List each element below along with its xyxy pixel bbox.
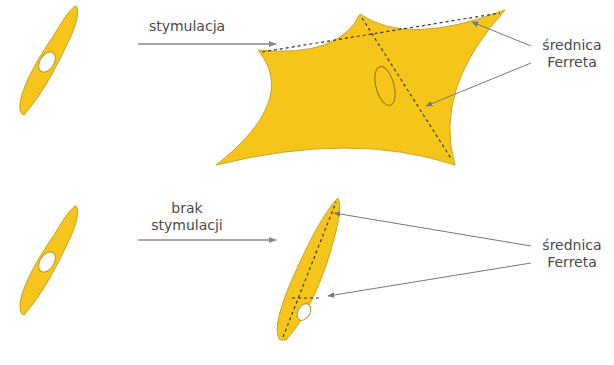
process-label: stymulacja bbox=[140, 18, 234, 35]
cell-nucleus bbox=[371, 64, 399, 107]
callout-label: średnica Ferreta bbox=[536, 37, 608, 71]
process-label: brak stymulacji bbox=[142, 200, 232, 234]
feret-diameter-line bbox=[262, 13, 500, 52]
feret-diameter-line bbox=[283, 202, 336, 337]
cell-body bbox=[20, 206, 78, 315]
cell-before bbox=[20, 206, 78, 315]
leader-arrow bbox=[328, 263, 531, 296]
feret-diameter-line bbox=[292, 297, 322, 298]
cell-unstimulated bbox=[277, 198, 339, 340]
callout-label: średnica Ferreta bbox=[536, 237, 608, 271]
process-arrow bbox=[138, 43, 276, 45]
process-arrow bbox=[138, 239, 276, 241]
cell-body bbox=[20, 6, 78, 115]
cell-nucleus bbox=[294, 301, 313, 323]
feret-diameter-line bbox=[362, 18, 452, 160]
leader-arrow bbox=[472, 22, 531, 46]
cell-nucleus bbox=[35, 249, 59, 275]
cell-stimulated bbox=[216, 10, 505, 165]
cell-nucleus bbox=[35, 49, 59, 75]
leader-arrow bbox=[334, 213, 531, 246]
leader-arrow bbox=[426, 63, 531, 106]
cell-before bbox=[20, 6, 78, 115]
cell-body bbox=[216, 10, 505, 165]
cell-body bbox=[277, 198, 339, 340]
